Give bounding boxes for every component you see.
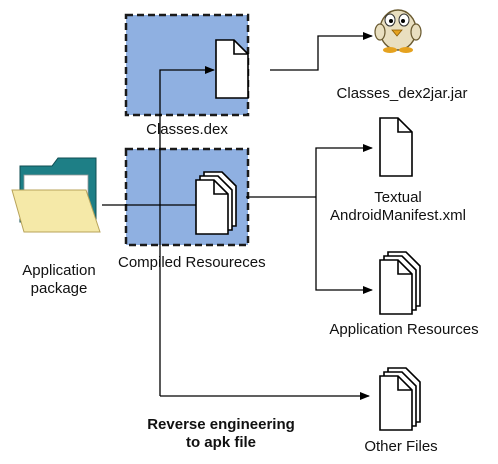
application-package-line1: Application: [22, 262, 96, 279]
application-package-line2: package: [30, 280, 88, 297]
arrow-dex-to-jar: [270, 32, 373, 71]
diagram-caption: Reverse engineering to apk file: [116, 416, 326, 452]
folder-icon: [11, 157, 101, 233]
other-files-label: Other Files: [364, 438, 438, 455]
app-resources-document-stack-icon: [379, 251, 421, 315]
caption-line2: to apk file: [185, 434, 256, 451]
compiled-resources-label: Compiled Resoureces: [118, 254, 266, 271]
mascot-icon: [374, 9, 422, 53]
other-files-document-stack-icon: [379, 367, 421, 431]
manifest-document-icon: [379, 117, 413, 177]
manifest-line1: Textual: [374, 189, 422, 206]
arrow-to-manifest: [315, 144, 373, 197]
classes-dex-label: Classes.dex: [146, 121, 228, 138]
caption-line1: Reverse engineering: [147, 416, 295, 433]
manifest-label: Textual AndroidManifest.xml: [318, 189, 478, 225]
dex-document-icon: [215, 39, 249, 99]
manifest-line2: AndroidManifest.xml: [330, 207, 466, 224]
connectors: [102, 32, 373, 400]
classes-jar-label: Classes_dex2jar.jar: [336, 85, 468, 102]
application-resources-label: Application Resources: [329, 321, 479, 338]
arrow-to-classes-dex: [159, 66, 215, 396]
application-package-label: Application package: [4, 262, 114, 298]
arrow-to-app-resources: [315, 197, 373, 294]
resources-document-stack-icon: [195, 171, 237, 235]
